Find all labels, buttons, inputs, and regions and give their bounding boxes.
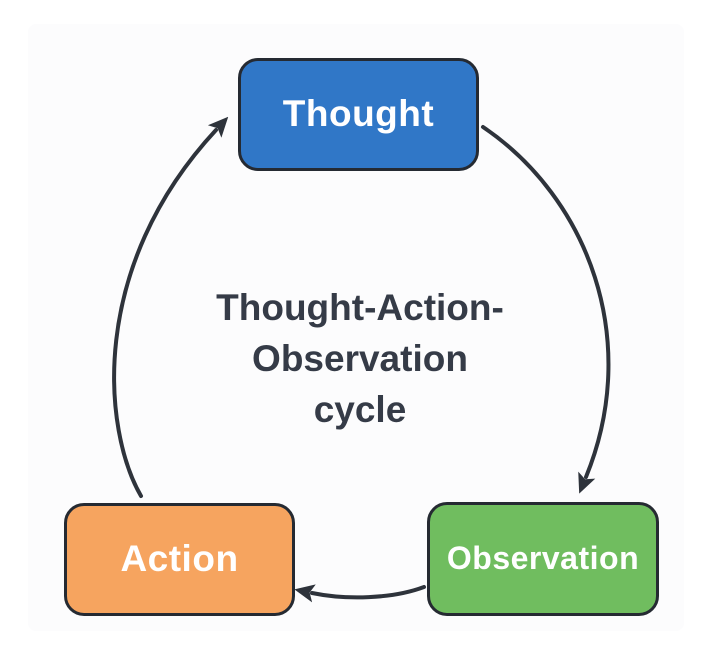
node-thought: Thought xyxy=(238,58,479,171)
node-thought-label: Thought xyxy=(282,93,435,134)
diagram-title: Thought-Action- Observation cycle xyxy=(152,282,568,435)
node-observation-label: Observation xyxy=(446,540,640,576)
edge-observation-to-action xyxy=(294,584,426,603)
node-action: Action xyxy=(64,503,295,616)
diagram-title-line-1: Thought-Action- xyxy=(216,287,504,328)
edge-action-to-thought xyxy=(112,116,229,498)
diagram-title-line-2: Observation xyxy=(252,338,468,379)
node-observation: Observation xyxy=(427,502,659,616)
diagram-title-line-3: cycle xyxy=(313,389,407,430)
edge-thought-to-observation xyxy=(481,125,611,494)
node-action-label: Action xyxy=(120,538,239,579)
